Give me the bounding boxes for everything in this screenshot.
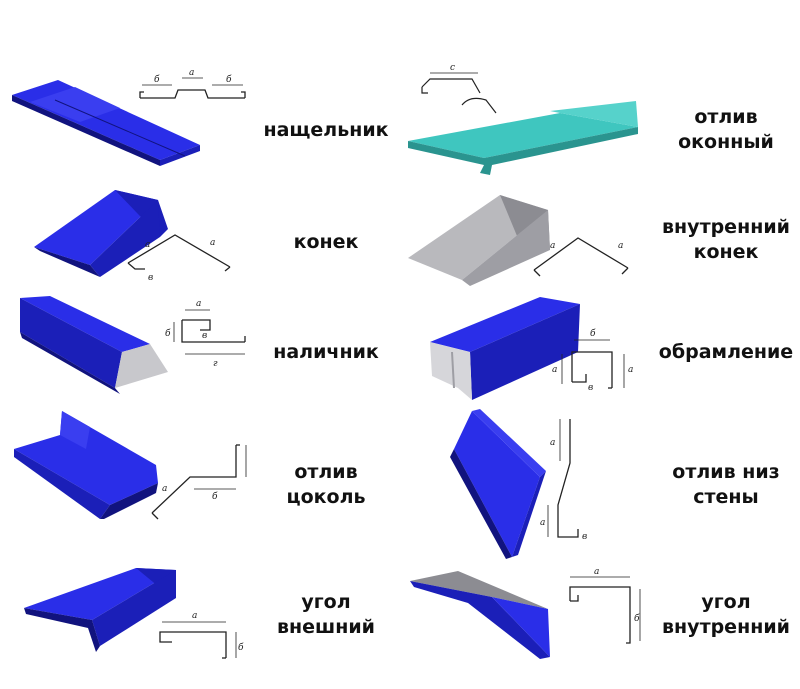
- label-line: угол: [701, 591, 751, 613]
- label-line: конек: [693, 241, 759, 263]
- label-line: отлив низ: [672, 461, 780, 483]
- product-otliv-okonny: c отлив оконный: [400, 55, 800, 180]
- dim-label: а: [189, 68, 194, 78]
- label-line: внешний: [277, 616, 375, 638]
- product-vnutrenny-konek: а а внутренний конек: [400, 190, 800, 290]
- otliv-niz-steny-illustration: а а в: [450, 409, 587, 559]
- product-label: нащельник: [252, 118, 400, 143]
- product-konek: а а в конек: [0, 185, 400, 295]
- label-line: конек: [293, 231, 359, 253]
- dim-label: в: [148, 273, 153, 283]
- label-line: угол: [301, 591, 351, 613]
- product-otliv-tsokol: а б отлив цоколь: [0, 405, 400, 525]
- product-label: угол внешний: [252, 590, 400, 640]
- dim-label: а: [628, 365, 633, 375]
- dim-label: а: [210, 238, 215, 248]
- otliv-tsokol-illustration: а б: [14, 411, 247, 520]
- dim-label: а: [552, 365, 557, 375]
- ugol-vneshny-illustration: а б: [24, 568, 244, 659]
- dim-label: б: [590, 328, 596, 339]
- product-label: наличник: [252, 340, 400, 365]
- product-nashchelnik: б а б нащельник: [0, 60, 400, 170]
- dim-label: в: [588, 383, 593, 393]
- product-otliv-niz-steny: а а в отлив низ стены: [400, 405, 800, 560]
- obramlenie-illustration: б а а в: [430, 297, 633, 400]
- label-line: оконный: [678, 131, 774, 153]
- label-line: нащельник: [263, 119, 389, 141]
- product-nalichnik: а б в г наличник: [0, 292, 400, 402]
- dim-label: а: [540, 518, 545, 528]
- dim-label: c: [450, 63, 455, 73]
- dim-label: а: [145, 240, 150, 250]
- dim-label: а: [196, 299, 201, 309]
- nalichnik-illustration: а б в г: [20, 296, 246, 394]
- dim-label: а: [618, 241, 623, 251]
- product-label: отлив цоколь: [252, 460, 400, 510]
- dim-label: а: [550, 438, 555, 448]
- product-label: конек: [252, 230, 400, 255]
- product-ugol-vnutrenny: а б угол внутренний: [400, 565, 800, 665]
- product-ugol-vneshny: а б угол внешний: [0, 560, 400, 665]
- dim-label: б: [226, 74, 232, 85]
- vnutrenny-konek-illustration: а а: [408, 195, 629, 286]
- dim-label: в: [582, 532, 587, 542]
- label-line: отлив: [694, 106, 758, 128]
- label-line: цоколь: [286, 486, 366, 508]
- product-label: угол внутренний: [652, 590, 800, 640]
- dim-label: а: [192, 611, 197, 621]
- product-label: отлив оконный: [652, 105, 800, 155]
- label-line: внутренний: [662, 616, 790, 638]
- dim-label: г: [213, 359, 218, 369]
- dim-label: б: [154, 74, 160, 85]
- dim-label: б: [165, 328, 171, 339]
- ugol-vnutrenny-illustration: а б: [410, 567, 641, 659]
- dim-label: а: [162, 484, 167, 494]
- otliv-okonny-illustration: c: [408, 63, 638, 175]
- dim-label: а: [550, 241, 555, 251]
- product-label: внутренний конек: [652, 215, 800, 265]
- product-label: отлив низ стены: [652, 460, 800, 510]
- dim-label: б: [238, 642, 244, 653]
- label-line: отлив: [294, 461, 358, 483]
- nashchelnik-illustration: б а б: [12, 68, 246, 166]
- dim-label: б: [212, 491, 218, 502]
- label-line: обрамление: [658, 341, 794, 363]
- dim-label: б: [634, 613, 640, 624]
- dim-label: в: [202, 331, 207, 341]
- dim-label: а: [594, 567, 599, 577]
- label-line: внутренний: [662, 216, 790, 238]
- label-line: стены: [693, 486, 759, 508]
- konek-illustration: а а в: [34, 190, 231, 283]
- label-line: наличник: [273, 341, 379, 363]
- product-label: обрамление: [652, 340, 800, 365]
- product-obramlenie: б а а в обрамление: [400, 292, 800, 404]
